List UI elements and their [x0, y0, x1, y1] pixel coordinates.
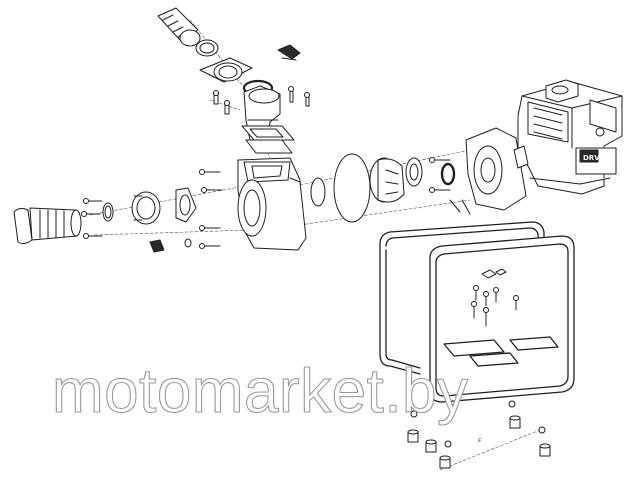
casing-o-ring: [310, 177, 326, 207]
rubber-feet: [407, 415, 551, 469]
engine-badge: DRV: [583, 154, 600, 162]
engine: [513, 79, 623, 195]
volute-seal-ring: [333, 153, 371, 223]
watermark-text: motomarket.by: [51, 356, 469, 426]
inlet-hose-nozzle: [13, 207, 82, 245]
feet-nuts: [410, 400, 546, 448]
outlet-hose-nozzle: [157, 7, 201, 47]
small-o-ring: [184, 238, 192, 248]
frame: [379, 221, 575, 403]
outlet-flange-nut: [199, 57, 253, 83]
outlet-base-gaskets: [241, 125, 295, 154]
inlet-flange-nut: [131, 191, 161, 225]
top-mount-clamp: [277, 44, 301, 61]
inlet-bolts: [81, 169, 223, 249]
impeller: [369, 157, 405, 203]
flange-bolts: [429, 157, 471, 215]
frame-callout-label: F: [478, 438, 482, 445]
frame-mounting-bolts: [471, 268, 519, 327]
check-valve: [149, 239, 165, 253]
inlet-gasket: [175, 187, 197, 223]
inlet-sealing-rings: [102, 202, 114, 222]
pump-casing: [237, 157, 307, 251]
engine-mount-flange: [465, 127, 527, 211]
mechanical-seal: [405, 157, 423, 187]
seal-spacer-ring: [440, 162, 456, 186]
top-bolts: [213, 86, 310, 115]
outlet-sealing-rings: [195, 39, 219, 57]
